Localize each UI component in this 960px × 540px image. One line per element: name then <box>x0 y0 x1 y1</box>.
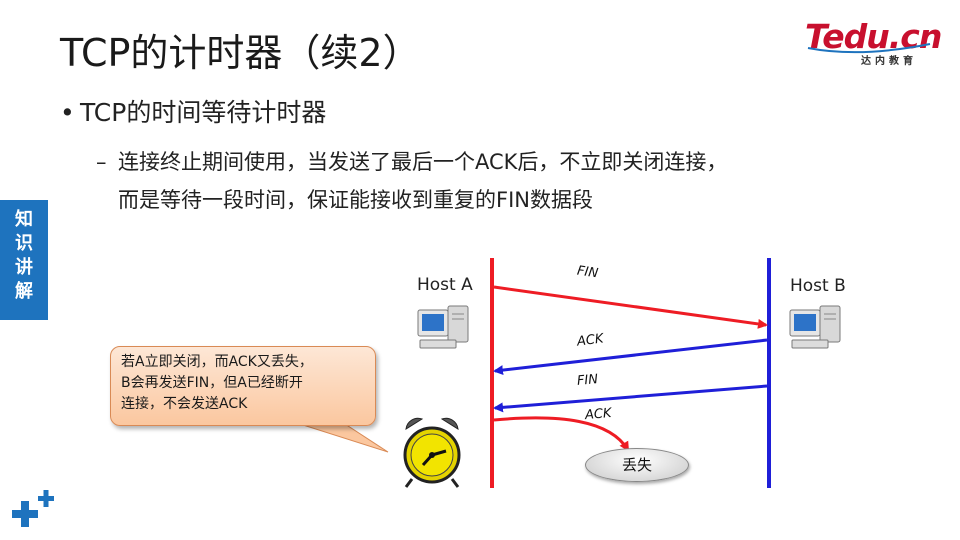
callout-note: 若A立即关闭，而ACK又丢失， B会再发送FIN，但A已经断开 连接，不会发送A… <box>110 346 376 426</box>
host-b-computer-icon <box>790 306 840 348</box>
side-tab-char: 讲 <box>0 256 48 280</box>
bullet-level2: –连接终止期间使用，当发送了最后一个ACK后，不立即关闭连接， 而是等待一段时间… <box>96 143 727 219</box>
ack2-label: ACK <box>584 406 612 423</box>
plus-decoration-icon <box>12 488 56 532</box>
bullet-dot-icon: • <box>60 98 80 127</box>
side-tab-char: 知 <box>0 208 48 232</box>
fin-arrow-a-to-b <box>494 287 766 325</box>
fin1-label: FIN <box>576 264 599 282</box>
tedu-logo: Tedu.cn 达内教育 <box>805 20 935 67</box>
fin-arrow-b-to-a <box>495 386 767 408</box>
host-a-computer-icon <box>418 306 468 348</box>
host-b-label: Host B <box>790 276 846 296</box>
bullet-level1-text: TCP的时间等待计时器 <box>80 98 326 127</box>
slide-title: TCP的计时器（续2） <box>60 22 421 77</box>
side-tab-char: 解 <box>0 280 48 304</box>
bullet-level1: •TCP的时间等待计时器 <box>60 93 326 129</box>
side-tab-knowledge: 知 识 讲 解 <box>0 200 48 320</box>
callout-line: 若A立即关闭，而ACK又丢失， <box>121 352 365 373</box>
callout-pointer <box>300 424 388 452</box>
bullet-level2-line2: 而是等待一段时间，保证能接收到重复的FIN数据段 <box>96 181 727 219</box>
logo-main-text: Tedu.cn <box>805 20 935 54</box>
dash-icon: – <box>96 143 118 181</box>
bullet-level2-line1: 连接终止期间使用，当发送了最后一个ACK后，不立即关闭连接， <box>118 150 727 174</box>
ack1-label: ACK <box>576 331 604 349</box>
side-tab-char: 识 <box>0 232 48 256</box>
lost-ellipse: 丢失 <box>585 448 689 482</box>
ack-lost-arrow <box>494 418 628 450</box>
alarm-clock-icon <box>405 418 459 487</box>
host-a-label: Host A <box>417 275 473 295</box>
fin2-label: FIN <box>576 372 598 389</box>
callout-line: B会再发送FIN，但A已经断开 <box>121 373 365 394</box>
callout-line: 连接，不会发送ACK <box>121 394 365 415</box>
ack-arrow-b-to-a <box>495 340 767 371</box>
